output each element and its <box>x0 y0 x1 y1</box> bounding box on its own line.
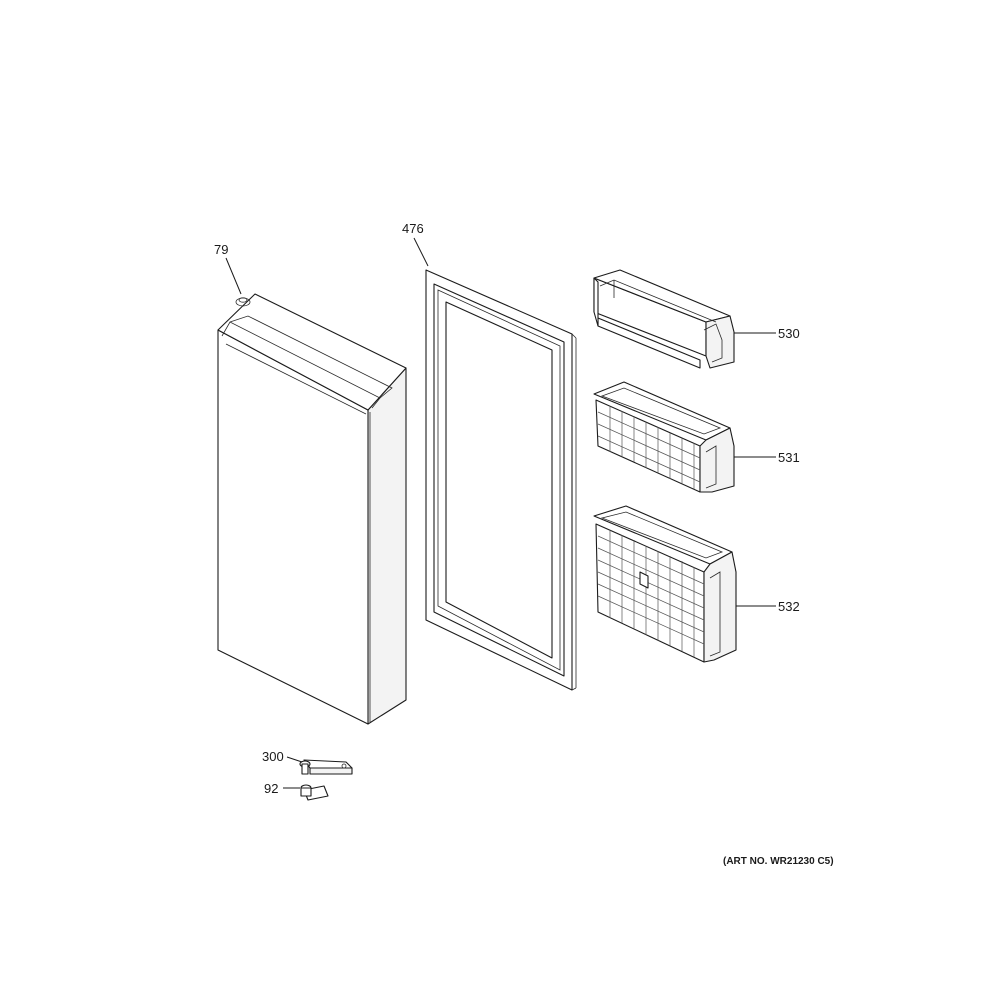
callout-92: 92 <box>264 781 278 796</box>
door-panel <box>217 293 407 725</box>
callout-532: 532 <box>778 599 800 614</box>
door-gasket <box>425 269 577 691</box>
callout-530: 530 <box>778 326 800 341</box>
leader-lines <box>225 237 776 789</box>
door-bin-small <box>593 269 735 369</box>
door-bin-large <box>593 505 737 663</box>
callout-300: 300 <box>262 749 284 764</box>
art-number: (ART NO. WR21230 C5) <box>723 856 834 867</box>
hinge-part <box>299 759 353 775</box>
door-bin-medium <box>593 381 735 493</box>
cam-part <box>300 784 329 801</box>
callout-476: 476 <box>402 221 424 236</box>
callout-531: 531 <box>778 450 800 465</box>
callout-79: 79 <box>214 242 228 257</box>
